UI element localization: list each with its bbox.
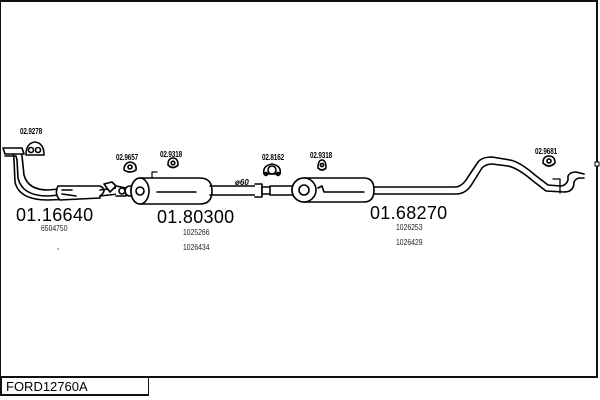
hanger-icon-02-9278 [25, 141, 45, 156]
part-number: 01.16640 [16, 205, 94, 225]
clamp-code: 02.8162 [262, 152, 284, 162]
clamp-code: 02.9657 [116, 152, 138, 162]
oem-reference: 1026434 [183, 243, 210, 252]
rear-silencer [291, 177, 375, 203]
hanger-icon-02-9657 [123, 161, 137, 173]
part-number: 01.68270 [370, 203, 448, 223]
oem-reference: 1025266 [183, 228, 210, 237]
hanger-icon-02-9318-b [317, 159, 327, 171]
clamp-code: 02.9278 [20, 126, 42, 136]
kit-code: FORD12760A [6, 379, 88, 394]
hanger-icon-02-9318-a [167, 157, 179, 169]
part-number: 01.80300 [157, 207, 235, 227]
oem-reference: 1026253 [396, 223, 423, 232]
pipe-diameter-label: ø60 [235, 178, 249, 187]
oem-reference: 6504750 [41, 224, 68, 233]
front-downpipe [2, 147, 136, 201]
clamp-code: 02.9318 [310, 150, 332, 160]
stray-dot [57, 248, 59, 250]
tailpipe [373, 156, 600, 195]
oem-reference: 1026429 [396, 238, 423, 247]
clamp-code: 02.9681 [535, 146, 557, 156]
clamp-code: 02.9318 [160, 149, 182, 159]
kit-code-box: FORD12760A [0, 377, 149, 396]
hanger-icon-02-9681 [542, 155, 556, 167]
diagram-frame [0, 0, 598, 378]
hanger-icon-02-8162 [262, 163, 282, 177]
center-silencer [130, 171, 293, 205]
